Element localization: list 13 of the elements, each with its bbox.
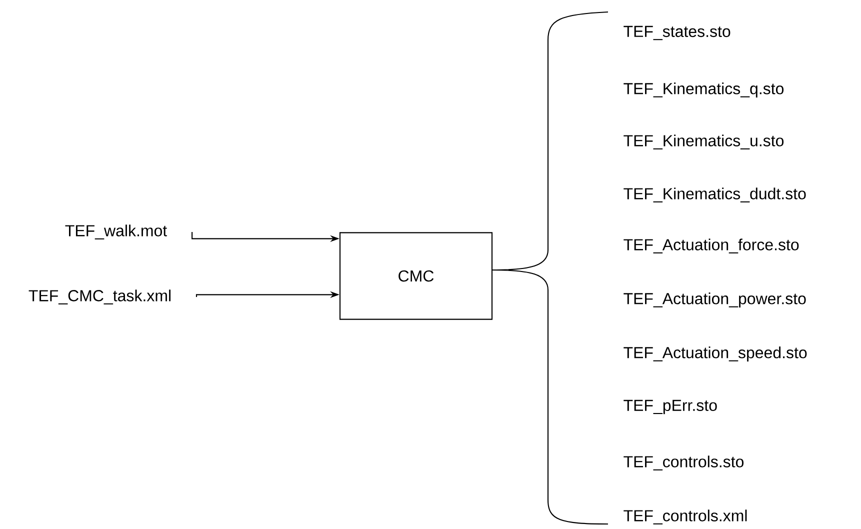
process-box: CMC (339, 232, 493, 320)
output-file-label: TEF_controls.sto (624, 456, 744, 470)
output-file-label: TEF_pErr.sto (624, 400, 717, 414)
output-file-label: TEF_Kinematics_dudt.sto (624, 188, 806, 202)
output-file-label: TEF_states.sto (624, 26, 730, 40)
file-label: TEF_walk.mot (65, 224, 167, 240)
output-file-label: TEF_Actuation_force.sto (624, 238, 799, 254)
output-file-label: TEF_Actuation_power.sto (624, 292, 806, 308)
output-file-label: TEF_controls.xml (624, 510, 747, 524)
file-label: TEF_CMC_task.xml (28, 290, 170, 304)
output-file-label: TEF_Kinematics_u.sto (624, 134, 784, 150)
output-file-label: TEF_Actuation_speed.sto (624, 346, 807, 362)
output-file-label: TEF_Kinematics_q.sto (624, 82, 784, 98)
